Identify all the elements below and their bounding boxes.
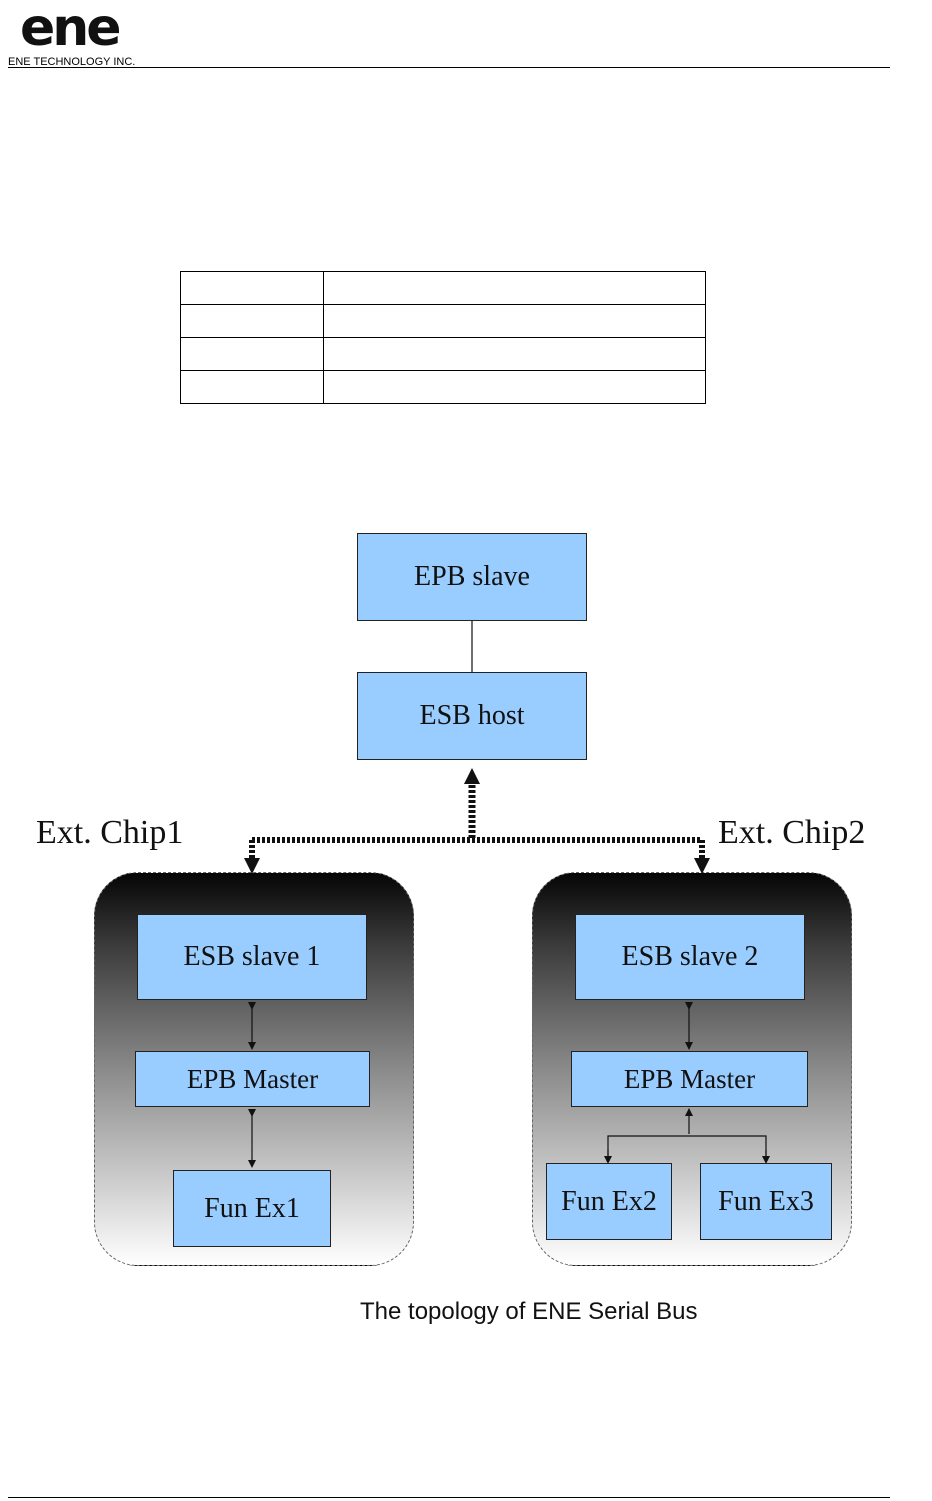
fun-ex1-box: Fun Ex1 [173, 1170, 331, 1247]
esb-slave-2-box: ESB slave 2 [575, 914, 805, 1000]
fun-ex2-box: Fun Ex2 [546, 1163, 672, 1240]
ext-chip2-label: Ext. Chip2 [718, 814, 866, 851]
ext-chip1-label: Ext. Chip1 [36, 814, 184, 851]
esb-slave-1-box: ESB slave 1 [137, 914, 367, 1000]
fun-ex3-box: Fun Ex3 [700, 1163, 832, 1240]
table-cell [323, 337, 706, 371]
esb-host-box: ESB host [357, 672, 587, 760]
diagram-caption: The topology of ENE Serial Bus [360, 1298, 698, 1325]
serial-bus [244, 768, 710, 874]
header-rule [8, 67, 890, 68]
table-cell [180, 370, 324, 404]
epb-slave-box: EPB slave [357, 533, 587, 621]
blank-table [180, 271, 706, 404]
company-logo: ene ENE TECHNOLOGY INC. [8, 2, 168, 68]
chip1-epb-master-box: EPB Master [135, 1051, 370, 1107]
table-cell [180, 271, 324, 305]
company-name: ENE TECHNOLOGY INC. [8, 56, 136, 68]
table-cell [323, 304, 706, 338]
chip2-epb-master-box: EPB Master [571, 1051, 808, 1107]
table-cell [323, 370, 706, 404]
table-row [180, 337, 706, 371]
table-row [180, 304, 706, 338]
footer-rule [8, 1497, 890, 1498]
table-row [180, 370, 706, 404]
table-cell [180, 304, 324, 338]
chip2-fun-branch [607, 1135, 767, 1158]
logo-wordmark: ene [20, 0, 122, 58]
